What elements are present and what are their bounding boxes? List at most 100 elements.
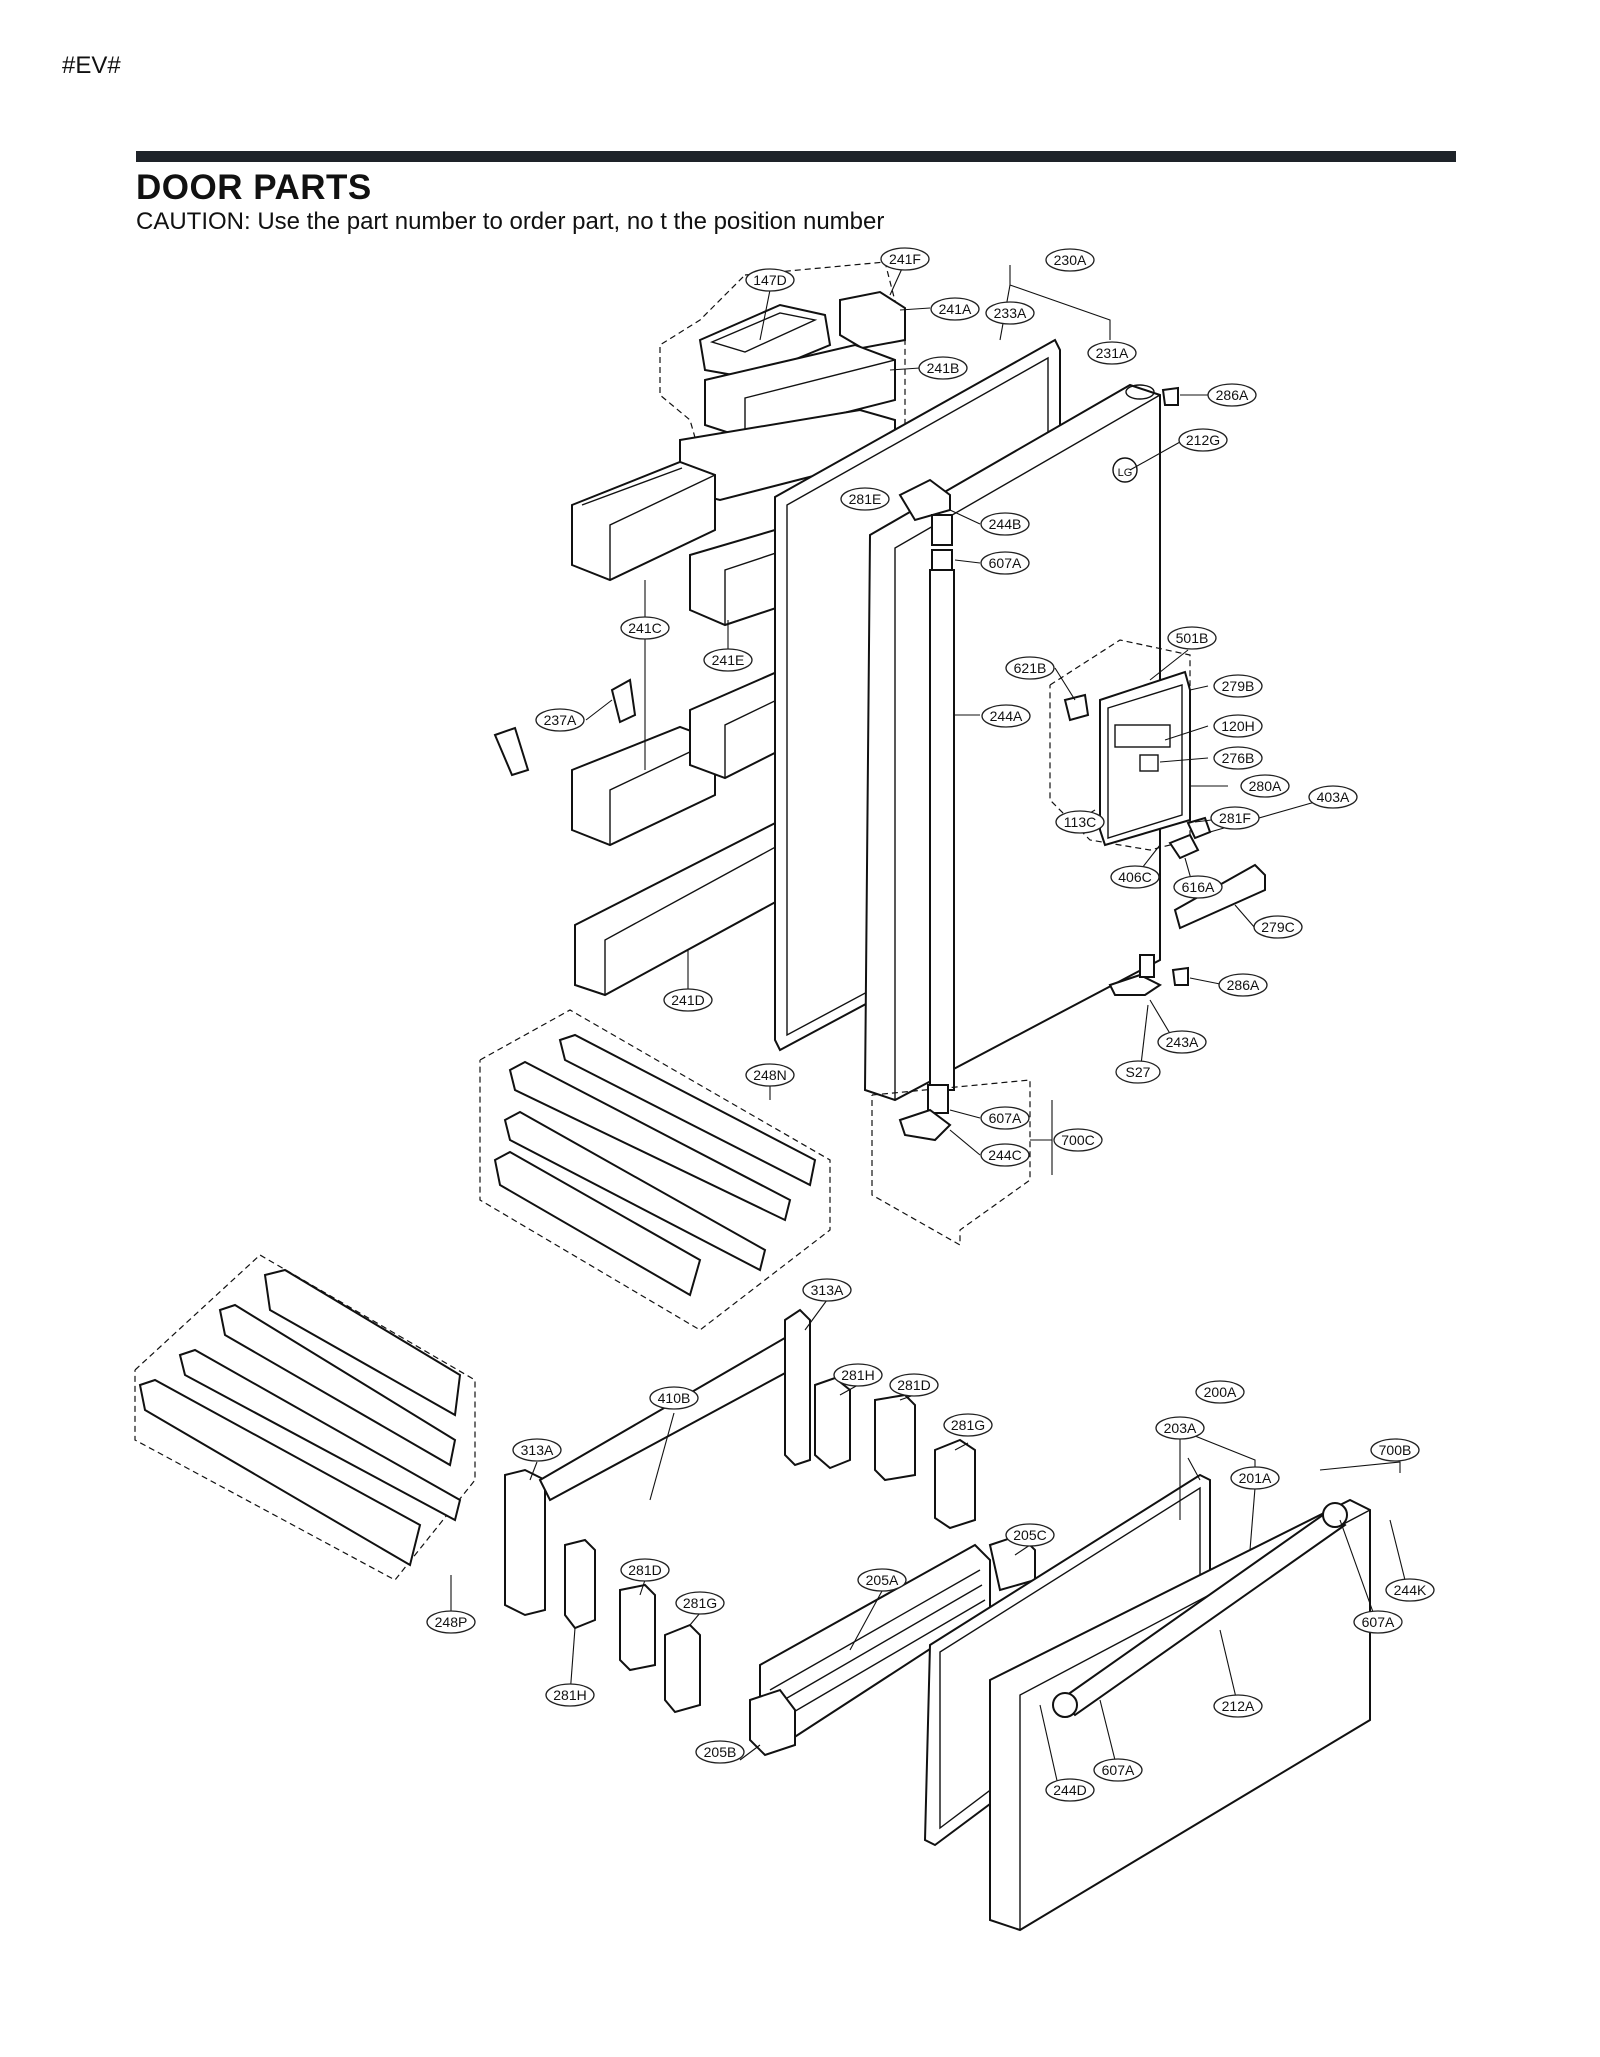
svg-text:241B: 241B [927,360,960,376]
label-281D-upper: 281D [889,1373,939,1397]
label-501B: 501B [1167,626,1217,650]
label-279C: 279C [1253,915,1303,939]
label-406C: 406C [1110,865,1160,889]
svg-text:200A: 200A [1204,1384,1237,1400]
svg-text:279C: 279C [1261,919,1294,935]
label-607A-lower: 607A [980,1106,1030,1130]
label-203A: 203A [1155,1416,1205,1440]
part-281D-covers [619,1393,916,1672]
label-607A-upper: 607A [980,551,1030,575]
part-241A-bin [839,290,906,350]
svg-text:205B: 205B [704,1744,737,1760]
label-281H-upper: 281H [833,1363,883,1387]
svg-text:203A: 203A [1164,1420,1197,1436]
svg-text:231A: 231A [1096,345,1129,361]
label-231A: 231A [1087,341,1137,365]
part-313A-410B-frame [504,1308,811,1617]
label-286A-bottom: 286A [1218,973,1268,997]
svg-text:244C: 244C [988,1147,1021,1163]
label-280A: 280A [1240,774,1290,798]
lg-logo-text: LG [1118,467,1133,479]
part-616A-clip [1168,816,1212,860]
svg-text:248P: 248P [435,1614,468,1630]
label-241A: 241A [930,297,980,321]
svg-text:241A: 241A [939,301,972,317]
label-244A: 244A [981,704,1031,728]
label-286A-top: 286A [1207,383,1257,407]
svg-text:243A: 243A [1166,1034,1199,1050]
part-621B-fitting [1063,693,1090,722]
svg-text:621B: 621B [1014,660,1047,676]
label-616A: 616A [1173,875,1223,899]
label-205C: 205C [1005,1523,1055,1547]
label-607A-drawer-right: 607A [1353,1610,1403,1634]
svg-text:244K: 244K [1394,1582,1427,1598]
svg-text:147D: 147D [753,272,786,288]
label-241E: 241E [703,648,753,672]
svg-text:281D: 281D [628,1562,661,1578]
svg-text:607A: 607A [1362,1614,1395,1630]
label-212A: 212A [1213,1694,1263,1718]
label-244D: 244D [1045,1778,1095,1802]
svg-text:241D: 241D [671,992,704,1008]
leader-lines [450,261,1411,1786]
svg-text:281F: 281F [1219,810,1251,826]
label-403A: 403A [1308,785,1358,809]
svg-text:S27: S27 [1126,1064,1151,1080]
svg-text:212A: 212A [1222,1698,1255,1714]
part-286A-caps [1161,386,1189,986]
label-281G-lower: 281G [675,1591,725,1615]
label-279B: 279B [1213,674,1263,698]
svg-text:607A: 607A [989,555,1022,571]
svg-text:241F: 241F [889,251,921,267]
svg-text:700B: 700B [1379,1442,1412,1458]
label-147D: 147D [745,268,795,292]
svg-text:201A: 201A [1239,1470,1272,1486]
svg-text:241C: 241C [628,620,661,636]
label-S27: S27 [1115,1060,1161,1084]
svg-text:313A: 313A [811,1282,844,1298]
part-205A-basket [749,1533,1036,1757]
bin-group-outline [659,261,906,456]
part-244B-hinge [898,478,953,571]
label-212G: 212G [1178,428,1228,452]
svg-text:280A: 280A [1249,778,1282,794]
label-241D: 241D [663,988,713,1012]
label-281H-lower: 281H [545,1683,595,1707]
label-244K: 244K [1385,1578,1435,1602]
lower-hinge-outline [871,1079,1031,1247]
label-248P: 248P [426,1610,476,1634]
label-241B: 241B [918,356,968,380]
svg-text:410B: 410B [658,1390,691,1406]
part-281G-plates [664,1438,976,1714]
part-241C-bin-upper [571,460,716,582]
svg-text:403A: 403A [1317,789,1350,805]
label-281D-lower: 281D [620,1558,670,1582]
svg-text:237A: 237A [544,712,577,728]
label-233A: 233A [985,301,1035,325]
label-700C: 700C [1053,1128,1103,1152]
svg-text:281H: 281H [553,1687,586,1703]
label-205A: 205A [857,1568,907,1592]
svg-text:406C: 406C [1118,869,1151,885]
label-281F: 281F [1210,806,1260,830]
svg-text:248N: 248N [753,1067,786,1083]
svg-text:212G: 212G [1186,432,1220,448]
svg-text:244D: 244D [1053,1782,1086,1798]
svg-text:281E: 281E [849,491,882,507]
svg-text:281G: 281G [683,1595,717,1611]
svg-text:244B: 244B [989,516,1022,532]
part-244C-hinge [898,1084,952,1142]
part-147D-cover [698,303,832,380]
svg-text:281G: 281G [951,1417,985,1433]
label-230A: 230A [1045,248,1095,272]
rail-248P-outline [134,1254,476,1581]
label-120H: 120H [1213,714,1263,738]
dispenser-outline [1049,639,1191,851]
label-700B: 700B [1370,1438,1420,1462]
part-244A-tube [929,569,955,1091]
label-243A: 243A [1157,1030,1207,1054]
label-607A-drawer-left: 607A [1093,1758,1143,1782]
part-248N-rails [493,1033,817,1297]
